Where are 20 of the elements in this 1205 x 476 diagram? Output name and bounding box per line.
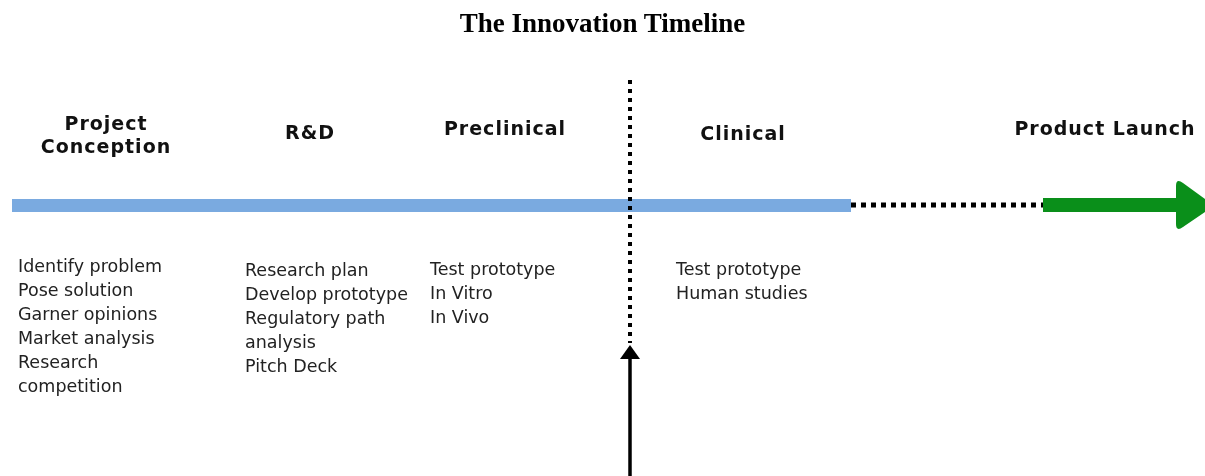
task-item: Market analysis xyxy=(18,327,156,350)
task-item: Regulatory path analysis xyxy=(245,307,387,354)
title: The Innovation Timeline xyxy=(458,8,747,39)
phase-heading: Project Conception xyxy=(39,112,173,158)
task-item: In Vitro xyxy=(430,282,494,305)
task-item: Develop prototype xyxy=(245,283,409,306)
phase-heading: Clinical xyxy=(699,122,787,145)
task-item: Research competition xyxy=(18,351,124,398)
phase-heading: Product Launch xyxy=(1013,117,1197,140)
phase-heading: Preclinical xyxy=(442,117,568,140)
task-item: Human studies xyxy=(676,282,809,305)
phase-heading: R&D xyxy=(284,121,336,144)
task-item: Test prototype xyxy=(430,258,557,281)
task-item: Identify problem xyxy=(18,255,164,278)
task-item: Pitch Deck xyxy=(245,355,339,378)
task-item: Research plan xyxy=(245,259,370,282)
task-item: Test prototype xyxy=(676,258,803,281)
task-item: Garner opinions xyxy=(18,303,159,326)
task-item: In Vivo xyxy=(430,306,491,329)
task-item: Pose solution xyxy=(18,279,135,302)
